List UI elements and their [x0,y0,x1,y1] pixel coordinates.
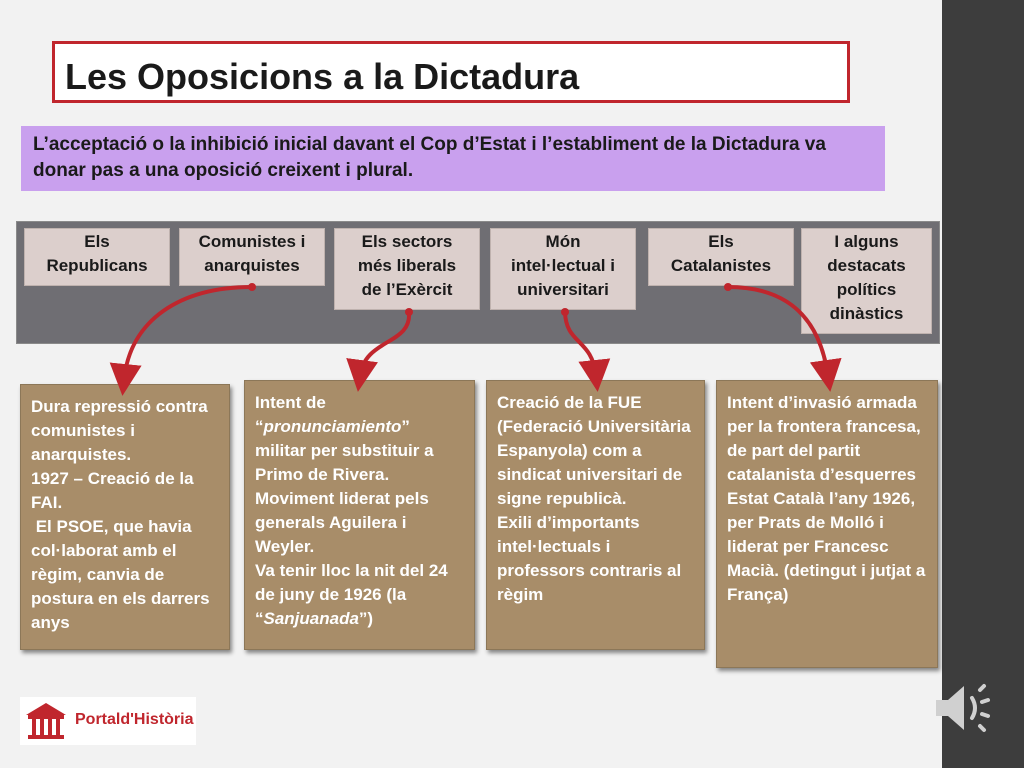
category-line: destacats [827,256,906,275]
category-line: Republicans [46,256,148,275]
category-line: de l’Exèrcit [361,280,453,299]
category-line: dinàstics [829,304,904,323]
category-line: Catalanistes [670,256,772,275]
category-dynastic-politicians: I alguns destacats polítics dinàstics [801,228,932,334]
category-line: universitari [517,280,609,299]
portal-historia-logo[interactable]: Portald'Història [20,697,196,745]
category-line: Els [708,232,734,251]
temple-logo-icon [26,703,66,739]
category-army-liberals: Els sectors més liberals de l’Exèrcit [334,228,480,310]
category-republicans: Els Republicans [24,228,170,286]
speaker-icon[interactable] [930,676,1000,740]
category-intellectuals: Món intel·lectual i universitari [490,228,636,310]
category-communists-anarchists: Comunistes i anarquistes [179,228,325,286]
detail-repression: Dura repressió contra comunistes i anarq… [20,384,230,650]
detail-catalan-invasion: Intent d’invasió armada per la frontera … [716,380,938,668]
category-line: Món [545,232,581,251]
detail-sanjuanada: Intent de “pronunciamiento” militar per … [244,380,475,650]
category-line: Els [84,232,110,251]
logo-text: Portald'Història [75,711,194,728]
category-line: polítics [836,280,897,299]
category-catalanists: Els Catalanistes [648,228,794,286]
category-line: Comunistes i [198,232,306,251]
detail-fue: Creació de la FUE (Federació Universitàr… [486,380,705,650]
category-line: anarquistes [204,256,300,275]
intro-text: L’acceptació o la inhibició inicial dava… [21,126,885,191]
title-frame: Les Oposicions a la Dictadura [52,41,850,103]
page-title: Les Oposicions a la Dictadura [65,56,580,97]
category-line: I alguns [834,232,899,251]
category-line: intel·lectual i [511,256,615,275]
category-line: Els sectors [361,232,453,251]
right-sidebar [942,0,1024,768]
category-line: més liberals [357,256,457,275]
